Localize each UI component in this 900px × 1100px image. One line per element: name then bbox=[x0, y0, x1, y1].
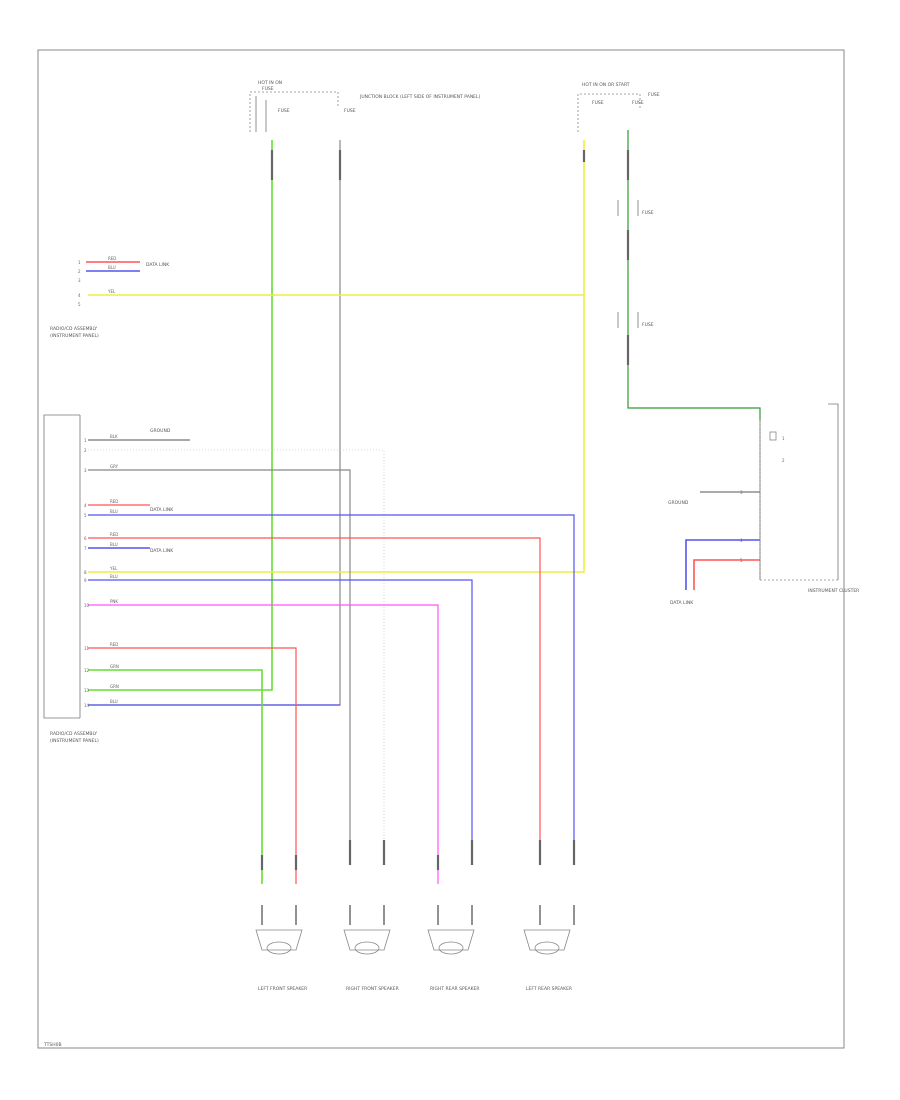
fuse-block-right-fuse2: FUSE bbox=[632, 100, 644, 106]
wire-darkgreen-cluster bbox=[627, 130, 761, 420]
svg-text:RED: RED bbox=[110, 642, 118, 647]
cluster-ground: GROUND bbox=[668, 500, 689, 506]
cluster-data-link: DATA LINK bbox=[670, 600, 694, 606]
speaker-rear-left: LEFT REAR SPEAKER bbox=[523, 929, 572, 992]
radio-assembly-title: RADIO/CD ASSEMBLY bbox=[50, 731, 97, 737]
svg-text:12: 12 bbox=[84, 668, 90, 673]
right-column-components: FUSE FUSE bbox=[617, 200, 654, 328]
svg-text:7: 7 bbox=[84, 546, 87, 551]
radio-assembly-sub: (INSTRUMENT PANEL) bbox=[50, 738, 99, 744]
instrument-cluster: 1 2 3 4 5 INSTRUMENT CLUSTER DATA LINK G… bbox=[668, 403, 859, 606]
svg-text:RED: RED bbox=[108, 256, 116, 261]
wire-blue-2 bbox=[88, 514, 575, 840]
wire-green-2 bbox=[88, 669, 263, 884]
svg-text:LEFT REAR SPEAKER: LEFT REAR SPEAKER bbox=[526, 986, 572, 992]
svg-text:1: 1 bbox=[782, 436, 785, 441]
wire-cluster-blue bbox=[685, 539, 760, 590]
svg-text:YEL: YEL bbox=[109, 566, 118, 571]
fuse-block-left-title: HOT IN ON bbox=[258, 80, 282, 86]
speaker-rear-right: RIGHT REAR SPEAKER bbox=[427, 929, 480, 992]
svg-text:4: 4 bbox=[78, 293, 81, 298]
svg-text:9: 9 bbox=[84, 578, 87, 583]
wire-red-3 bbox=[88, 537, 541, 840]
fuse-left-label: FUSE bbox=[278, 108, 290, 114]
speaker-front-left: LEFT FRONT SPEAKER bbox=[255, 929, 307, 992]
fuse-block-right-note: FUSE bbox=[648, 92, 660, 98]
svg-text:BLU: BLU bbox=[110, 699, 118, 704]
svg-text:GRN: GRN bbox=[110, 684, 119, 689]
svg-text:RED: RED bbox=[110, 532, 118, 537]
svg-text:1: 1 bbox=[78, 260, 81, 265]
wire-blue-4 bbox=[88, 579, 473, 840]
svg-text:GRY: GRY bbox=[110, 464, 119, 469]
svg-text:5: 5 bbox=[740, 558, 743, 563]
svg-text:LEFT FRONT SPEAKER: LEFT FRONT SPEAKER bbox=[258, 986, 307, 992]
svg-text:13: 13 bbox=[84, 688, 90, 693]
cluster-label: INSTRUMENT CLUSTER bbox=[808, 588, 859, 594]
footer-code: TTSH0B bbox=[43, 1042, 62, 1048]
fuse-block-left: HOT IN ON FUSE FUSE FUSE JUNCTION BLOCK … bbox=[249, 80, 481, 132]
svg-text:GRN: GRN bbox=[110, 664, 119, 669]
svg-text:11: 11 bbox=[84, 646, 90, 651]
wire-red-4 bbox=[88, 647, 297, 884]
radio-note-1: DATA LINK bbox=[150, 507, 174, 513]
radio-wire-colors: BLK GRY RED BLU RED BLU YEL BLU PNK RED … bbox=[109, 434, 119, 704]
svg-text:4: 4 bbox=[84, 503, 87, 508]
fuse-block-right-title: HOT IN ON OR START bbox=[582, 82, 630, 88]
svg-text:YEL: YEL bbox=[107, 289, 116, 294]
radio-receiver-label: RADIO/CD ASSEMBLY bbox=[50, 326, 97, 332]
svg-text:1: 1 bbox=[84, 438, 87, 443]
wire-grey-2 bbox=[88, 469, 351, 840]
svg-text:8: 8 bbox=[84, 570, 87, 575]
svg-text:5: 5 bbox=[84, 513, 87, 518]
svg-text:RIGHT REAR SPEAKER: RIGHT REAR SPEAKER bbox=[430, 986, 480, 992]
wire-grey-dotted bbox=[88, 449, 385, 840]
ground-label: GROUND bbox=[150, 428, 171, 434]
top-left-connector: 1 2 3 4 5 RED BLU YEL DATA LINK RADIO/CD… bbox=[50, 256, 170, 339]
junction-block-label: JUNCTION BLOCK (LEFT SIDE OF INSTRUMENT … bbox=[359, 94, 481, 100]
svg-text:6: 6 bbox=[84, 536, 87, 541]
svg-text:RED: RED bbox=[110, 499, 118, 504]
svg-text:BLK: BLK bbox=[110, 434, 118, 439]
wire-yellow-vertical bbox=[88, 140, 585, 573]
wire-grey-main bbox=[88, 140, 341, 706]
svg-text:2: 2 bbox=[84, 448, 87, 453]
svg-text:BLU: BLU bbox=[110, 574, 118, 579]
svg-text:10: 10 bbox=[84, 603, 90, 608]
fuse-block-right: HOT IN ON OR START FUSE FUSE FUSE bbox=[577, 82, 660, 132]
svg-text:FUSE: FUSE bbox=[642, 322, 654, 328]
fuse-block-left-sub: FUSE bbox=[262, 86, 274, 92]
fuse-right-label: FUSE bbox=[344, 108, 356, 114]
speaker-pins bbox=[261, 905, 575, 925]
svg-text:BLU: BLU bbox=[110, 542, 118, 547]
svg-text:3: 3 bbox=[78, 278, 81, 283]
diagram-frame bbox=[37, 49, 845, 1049]
svg-text:2: 2 bbox=[782, 458, 785, 463]
svg-text:4: 4 bbox=[740, 538, 743, 543]
svg-text:BLU: BLU bbox=[108, 265, 116, 270]
radio-receiver-sub: (INSTRUMENT PANEL) bbox=[50, 333, 99, 339]
svg-text:BLU: BLU bbox=[110, 509, 118, 514]
speaker-front-right: RIGHT FRONT SPEAKER bbox=[343, 929, 399, 992]
fuse-block-right-fuse1: FUSE bbox=[592, 100, 604, 106]
svg-text:RIGHT FRONT SPEAKER: RIGHT FRONT SPEAKER bbox=[346, 986, 399, 992]
radio-pins: 1 2 3 4 5 6 7 8 9 10 11 12 13 14 bbox=[84, 438, 90, 708]
connector-markers bbox=[260, 150, 630, 870]
svg-text:PNK: PNK bbox=[110, 599, 118, 604]
svg-text:3: 3 bbox=[740, 490, 743, 495]
svg-text:FUSE: FUSE bbox=[642, 210, 654, 216]
wire-magenta bbox=[88, 604, 439, 884]
data-link-label: DATA LINK bbox=[146, 262, 170, 268]
radio-cd-assembly: 1 2 3 4 5 6 7 8 9 10 11 12 13 14 BLK GRY… bbox=[43, 414, 174, 744]
svg-text:2: 2 bbox=[78, 269, 81, 274]
svg-text:5: 5 bbox=[78, 302, 81, 307]
svg-text:3: 3 bbox=[84, 468, 87, 473]
radio-note-2: DATA LINK bbox=[150, 548, 174, 554]
wire-cluster-red bbox=[693, 559, 760, 590]
svg-text:14: 14 bbox=[84, 703, 90, 708]
wire-green-main bbox=[88, 140, 273, 691]
